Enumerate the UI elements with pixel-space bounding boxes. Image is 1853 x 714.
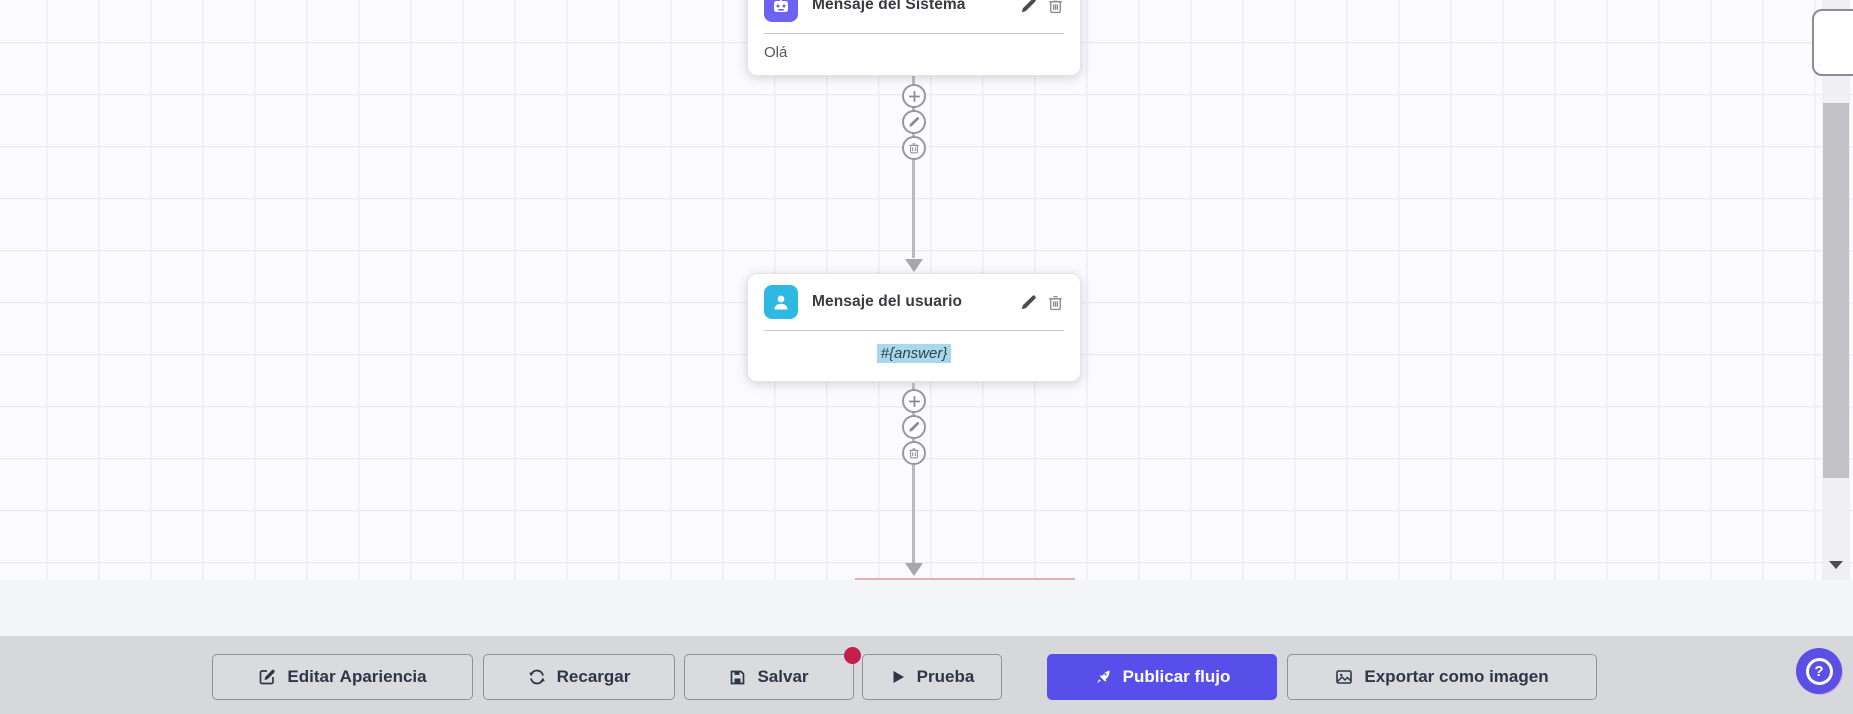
delete-node-icon[interactable] [1046,0,1064,14]
variable-chip[interactable]: #{answer} [876,344,952,363]
connector-arrow-icon [905,259,923,272]
save-icon [731,670,745,684]
add-node-icon[interactable] [902,84,926,108]
add-node-icon[interactable] [902,389,926,413]
robot-icon [764,0,798,22]
flow-canvas[interactable]: Mensaje del Sistema Olá [0,0,1853,580]
play-icon [893,671,904,683]
button-label: Exportar como imagen [1364,667,1549,686]
arrow-down-icon [1829,561,1843,569]
node-content[interactable]: Olá [764,44,788,61]
connector-arrow-icon [905,563,923,576]
rocket-icon [1096,670,1110,683]
edit-node-icon[interactable] [902,110,926,134]
node-content[interactable]: #{answer} [748,331,1080,381]
node-title: Mensaje del Sistema [812,0,966,13]
clipped-corner-panel [1812,9,1853,76]
scroll-down-button[interactable] [1822,545,1850,580]
connector-line [912,72,915,258]
question-mark-icon: ? [1805,657,1833,685]
save-button[interactable]: Salvar [684,654,854,700]
publish-flow-button[interactable]: Publicar flujo [1047,654,1277,700]
next-node-top-edge [855,578,1075,580]
button-label: Editar Apariencia [287,667,427,686]
node-user-message[interactable]: Mensaje del usuario #{answer} [747,273,1081,382]
refresh-icon [528,669,545,685]
user-icon [764,285,798,319]
delete-node-icon[interactable] [1046,293,1064,311]
connector-line [912,383,915,563]
delete-node-icon[interactable] [902,441,926,465]
button-label: Salvar [757,667,809,686]
edit-appearance-button[interactable]: Editar Apariencia [212,654,473,700]
button-label: Publicar flujo [1122,667,1231,686]
canvas-footer-strip [0,580,1853,636]
node-header: Mensaje del Sistema [748,0,1080,33]
edit-node-icon[interactable] [1019,0,1037,14]
bottom-toolbar: Editar Apariencia Recargar Salvar Prueba [0,636,1853,714]
node-system-message[interactable]: Mensaje del Sistema Olá [747,0,1081,76]
divider [764,33,1064,34]
edit-node-icon[interactable] [1019,293,1037,311]
help-button[interactable]: ? [1796,648,1842,694]
image-icon [1336,670,1353,684]
node-title: Mensaje del usuario [812,293,963,310]
scrollbar-thumb[interactable] [1823,103,1849,478]
button-label: Recargar [556,667,631,686]
reload-button[interactable]: Recargar [483,654,675,700]
edit-icon [260,669,276,685]
unsaved-changes-badge [844,647,861,664]
vertical-scrollbar[interactable] [1822,0,1850,580]
divider [764,330,1064,331]
test-button[interactable]: Prueba [862,654,1002,700]
edit-node-icon[interactable] [902,415,926,439]
node-action-group [902,84,926,160]
export-image-button[interactable]: Exportar como imagen [1287,654,1597,700]
node-header: Mensaje del usuario [748,274,1080,330]
button-label: Prueba [916,667,975,686]
delete-node-icon[interactable] [902,136,926,160]
node-action-group [902,389,926,465]
